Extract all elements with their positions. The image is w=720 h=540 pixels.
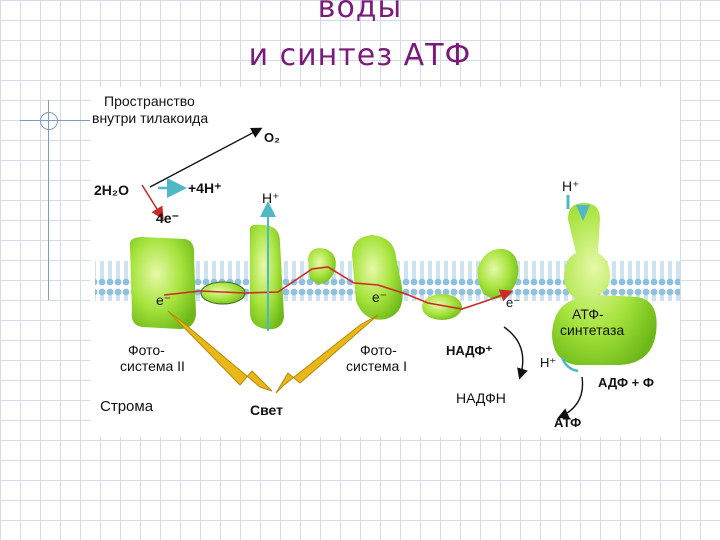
four-electrons-label: 4e⁻ (156, 210, 179, 226)
decorative-circle (40, 112, 58, 130)
cytochrome-protein (249, 224, 284, 330)
proton-label-center: H⁺ (262, 190, 280, 206)
ferredoxin-carrier (422, 294, 462, 320)
photosynthesis-diagram: Пространство внутри тилакоида O₂ 2H₂O +4… (92, 93, 680, 430)
electron-to-ps2-arrow (141, 184, 164, 220)
oxygen-label: O₂ (264, 130, 280, 145)
atp-synthase-protein (552, 203, 657, 365)
proton-label-right: H⁺ (562, 178, 580, 194)
nadp-reductase-protein (477, 248, 519, 299)
diagram-panel: Пространство внутри тилакоида O₂ 2H₂O +4… (90, 87, 680, 437)
electron-label-ps1: e⁻ (372, 289, 387, 305)
oxygen-release-arrow (149, 127, 263, 188)
atp-label: АТФ (554, 415, 581, 430)
light-bolt-left (167, 310, 273, 392)
proton-channel-arrowhead (576, 205, 590, 221)
water-label: 2H₂O (94, 182, 129, 198)
proton-exit-arrow (560, 356, 579, 373)
electron-label-ps2: e⁻ (156, 292, 171, 308)
electron-label-nadp: e⁻ (506, 295, 520, 310)
photosystem-2-label-1: Фото- (128, 342, 165, 358)
thylakoid-space-label-2: внутри тилакоида (92, 110, 208, 126)
atp-synthesis-arrow (557, 376, 584, 419)
photosystem-1-label-1: Фото- (360, 342, 397, 358)
carrier-protein (308, 248, 336, 284)
four-protons-label: +4H⁺ (188, 180, 221, 196)
photosystem-2-label-2: система II (120, 358, 185, 374)
atp-synthase-label-2: синтетаза (560, 322, 624, 338)
decorative-line (20, 120, 140, 121)
nadp-label: НАДФ⁺ (446, 343, 492, 358)
electron-transport-arrow (163, 266, 513, 310)
nadp-reduction-arrow (503, 326, 528, 380)
slide-title-line-1: воды (317, 0, 403, 25)
slide-title-line-2: и синтез АТФ (248, 38, 472, 73)
thylakoid-space-label-1: Пространство (104, 93, 195, 109)
proton-label-lower: H⁺ (540, 355, 556, 370)
atp-synthase-label-1: АТФ- (572, 306, 604, 322)
nadph-label: НАДФН (456, 390, 506, 406)
light-bolt-right (275, 314, 379, 394)
light-label: Свет (250, 402, 283, 418)
photosystem-1-label-2: система I (346, 358, 407, 374)
adp-phosphate-label: АДФ + Ф (598, 375, 654, 390)
photosystem-1-protein (352, 235, 403, 320)
decorative-line (48, 100, 49, 300)
photosystem-2-protein (129, 237, 196, 329)
stroma-label: Строма (100, 398, 154, 415)
